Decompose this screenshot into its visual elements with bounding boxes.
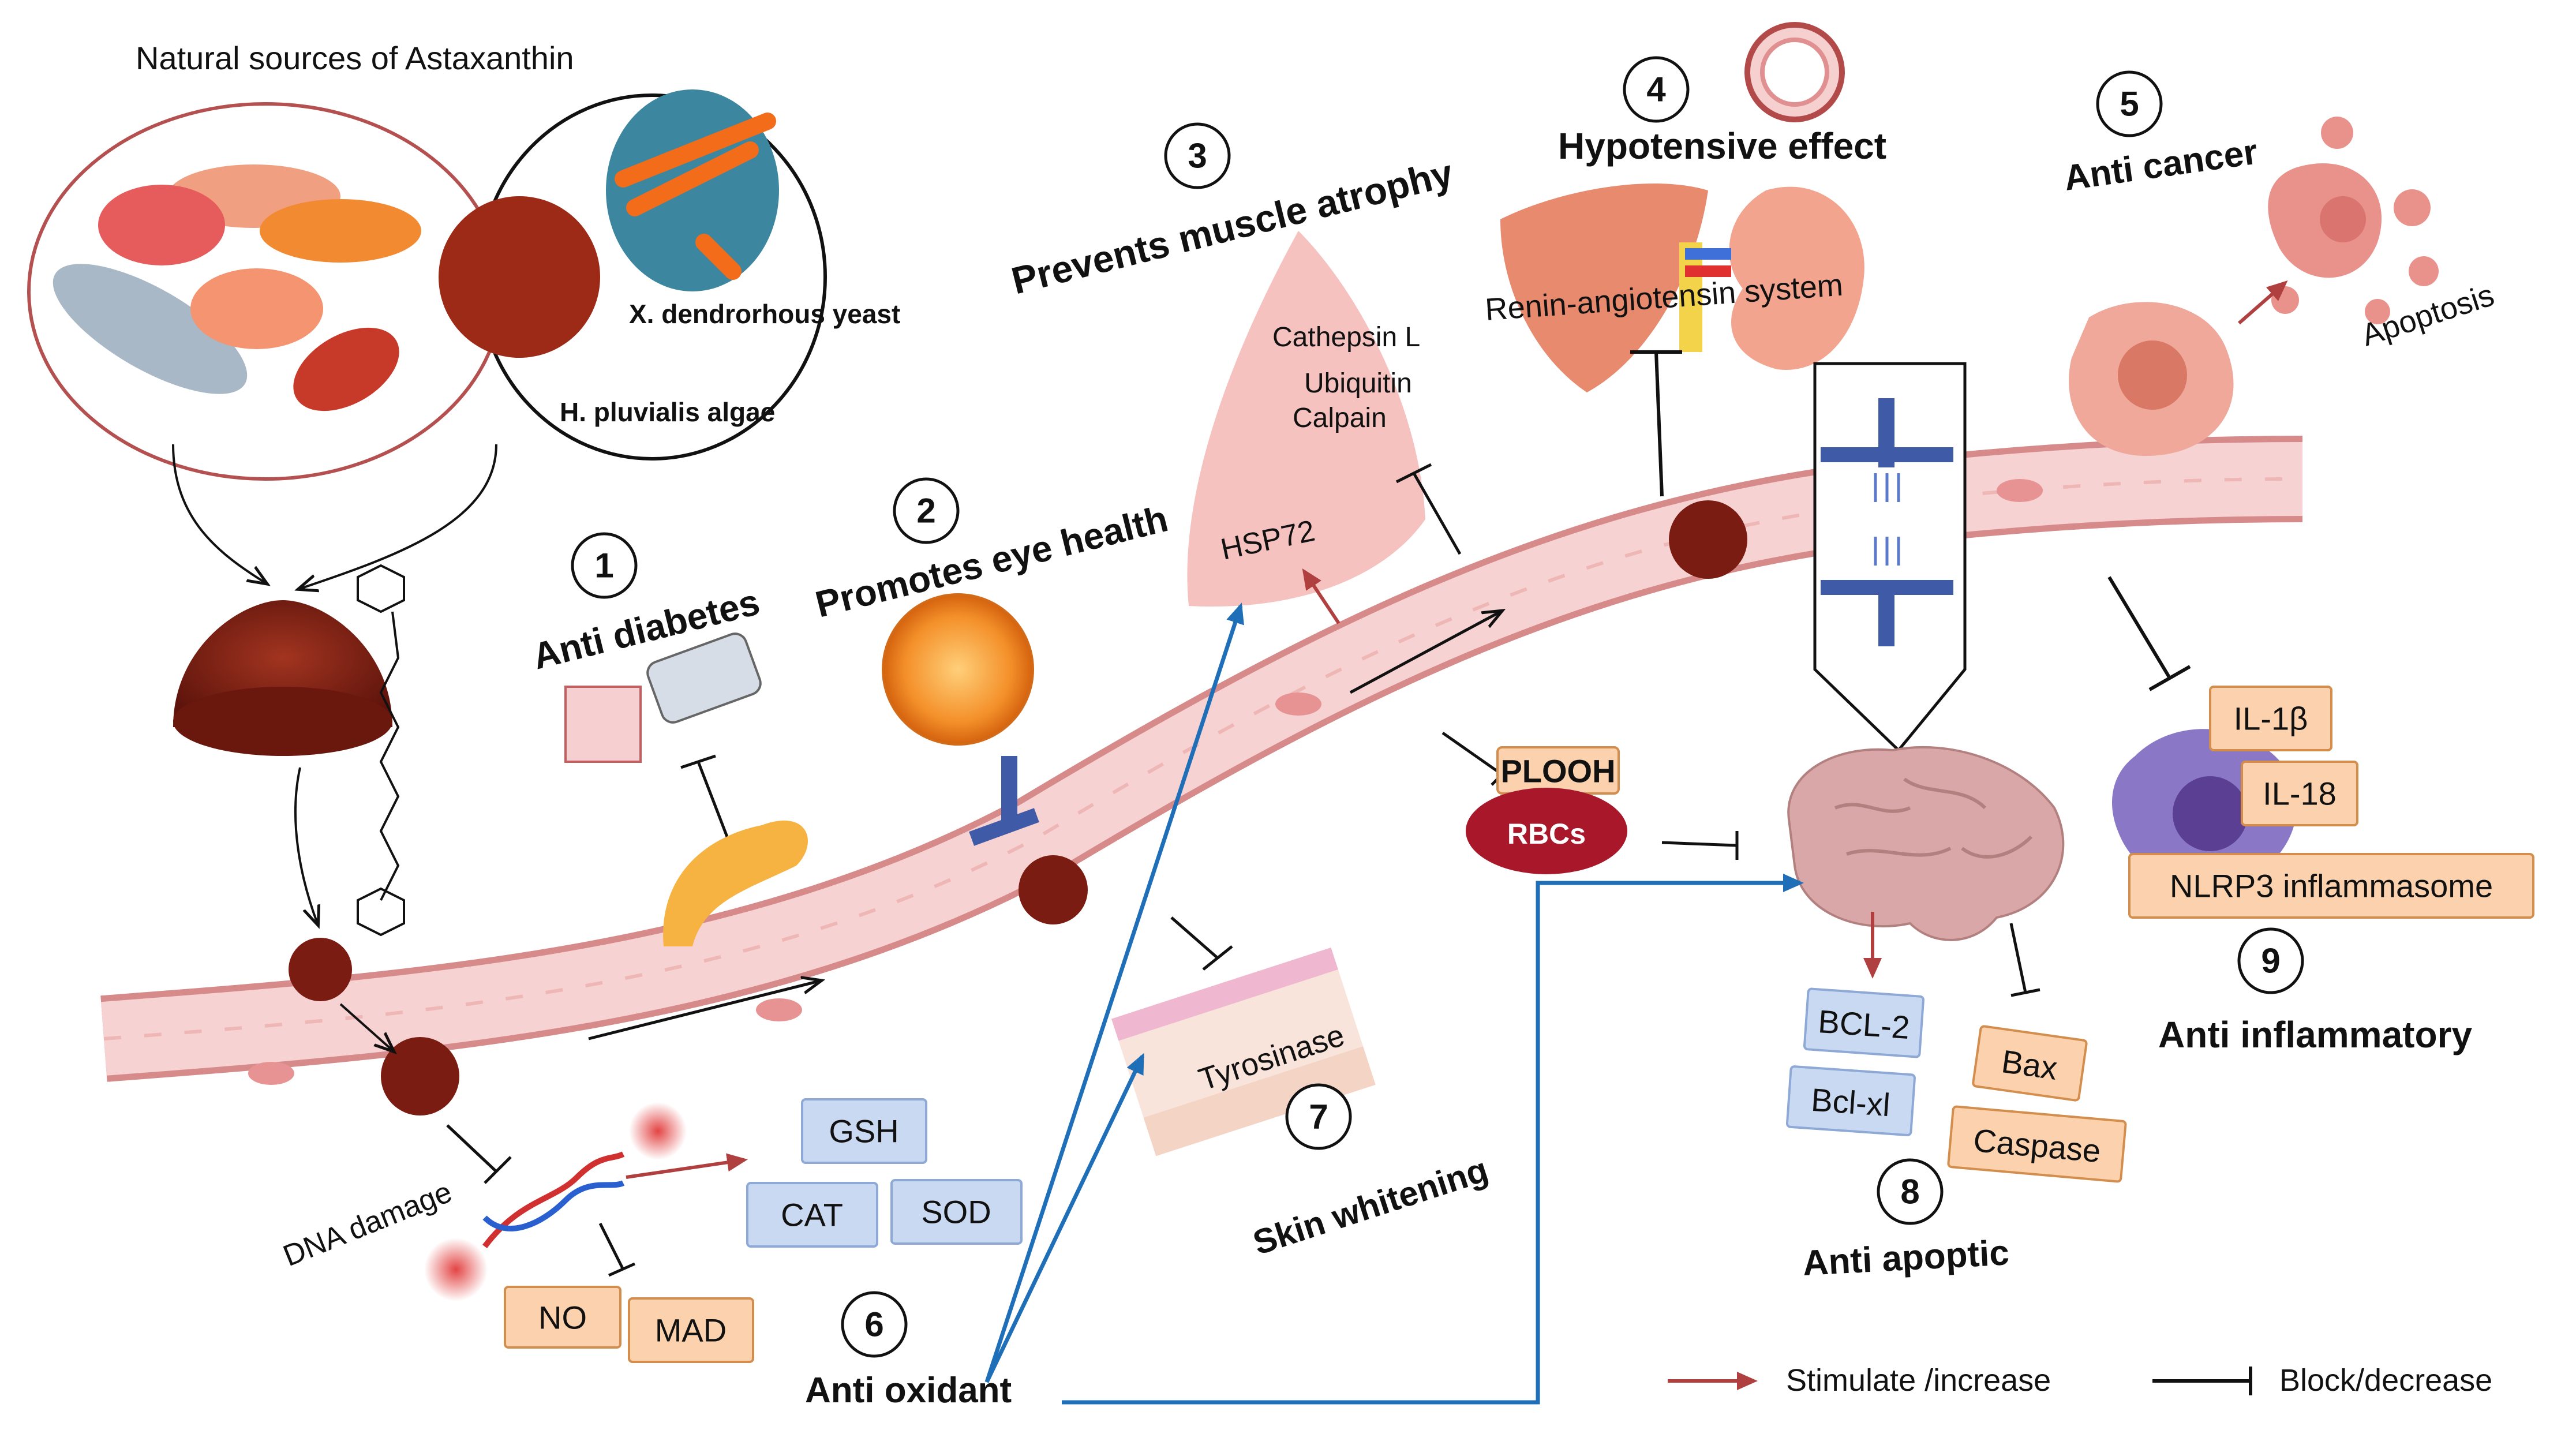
cancer-cell-icon [2069, 302, 2234, 456]
effect-4-label: Hypotensive effect [1558, 125, 1886, 167]
il1b-label: IL-1β [2234, 701, 2308, 737]
gsh-label: GSH [829, 1113, 898, 1150]
antioxidant-to-brain-arrow [1062, 874, 1804, 1405]
effect-1-badge [571, 532, 638, 599]
effect-1-number: 1 [594, 546, 613, 585]
effect-9-label: Anti inflammatory [2158, 1014, 2472, 1055]
receptor-icon [969, 756, 1039, 846]
effect-9-badge [2237, 927, 2304, 994]
molecule-icon [357, 564, 405, 937]
muscle-icon [1187, 231, 1425, 607]
il1b-box [2209, 686, 2332, 751]
pancreas-icon [663, 820, 808, 946]
seafood-icon [27, 102, 504, 481]
il18-label: IL-18 [2263, 776, 2337, 812]
effect-6-badge [841, 1291, 908, 1358]
receptor-box [1813, 362, 1967, 753]
effect-9-number: 9 [2261, 942, 2280, 980]
yeast-algae-icon [439, 89, 827, 461]
mad-box [628, 1297, 754, 1363]
effect-7-badge [1285, 1083, 1352, 1150]
effect-8-number: 8 [1900, 1173, 1919, 1211]
rbc-icon [1466, 788, 1627, 874]
algae-label: H. pluvialis algae [560, 397, 775, 427]
legend: Stimulate /increase Block/decrease [1668, 1363, 2492, 1398]
ros-glow-icon [424, 1238, 488, 1301]
effect-5-label: Anti cancer [2061, 132, 2260, 199]
effect-2-badge [893, 477, 960, 544]
effect-6-label: Anti oxidant [805, 1371, 1012, 1410]
cat-label: CAT [781, 1197, 843, 1233]
yeast-label: X. dendrorhous yeast [629, 299, 900, 329]
ubiquitin-label: Ubiquitin [1304, 368, 1412, 399]
bclxl-box [1785, 1065, 1916, 1137]
ros-glow-icon [629, 1102, 687, 1160]
effect-7-number: 7 [1309, 1098, 1328, 1136]
effect-5-number: 5 [2120, 85, 2139, 123]
bcl2-box [1803, 987, 1924, 1058]
rbcs-label: RBCs [1507, 818, 1586, 850]
retina-icon [882, 593, 1034, 746]
effect-5-badge [2096, 70, 2163, 137]
effect-3-label: Prevents muscle atrophy [1007, 151, 1457, 302]
bax-label: Bax [2000, 1043, 2060, 1087]
mad-label: MAD [655, 1312, 727, 1349]
no-box [504, 1286, 621, 1349]
sod-label: SOD [921, 1194, 991, 1230]
effect-2-number: 2 [916, 492, 935, 530]
caspase-box [1947, 1105, 2127, 1183]
antioxidant-to-skin-arrow [984, 1053, 1145, 1383]
astaxanthin-particles [289, 500, 1747, 1115]
vessel-ring-icon [1744, 22, 1845, 122]
cat-box [746, 1182, 878, 1248]
nlrp3-box [2128, 853, 2534, 919]
glucometer-icon [564, 632, 762, 763]
brain-icon [1787, 746, 2065, 941]
effect-4-number: 4 [1646, 70, 1666, 109]
bclxl-label: Bcl-xl [1810, 1081, 1892, 1123]
effect-7-label: Skin whitening [1248, 1150, 1492, 1263]
dna-icon [482, 1151, 625, 1249]
gsh-box [801, 1098, 927, 1164]
no-label: NO [538, 1300, 587, 1336]
apoptosis-label: Apoptosis [2357, 278, 2498, 353]
plooh-label: PLOOH [1500, 753, 1615, 789]
blood-vessel [100, 436, 2303, 1085]
sources-title: Natural sources of Astaxanthin [136, 40, 574, 76]
effect-3-number: 3 [1188, 137, 1207, 175]
liver-icon [1500, 184, 1708, 392]
bcl2-label: BCL-2 [1817, 1003, 1911, 1046]
nlrp3-label: NLRP3 inflammasome [2170, 868, 2493, 904]
effect-4-badge [1623, 56, 1690, 123]
legend-block-label: Block/decrease [2279, 1363, 2492, 1398]
sod-box [890, 1179, 1023, 1245]
apoptotic-cell-icon [2268, 117, 2439, 324]
kidney-icon [1679, 186, 1864, 370]
effect-8-badge [1877, 1158, 1944, 1225]
bax-box [1972, 1025, 2088, 1102]
effect-8-label: Anti apoptic [1802, 1233, 2010, 1283]
antioxidant-to-muscle-arrow [984, 602, 1244, 1383]
legend-stimulate-label: Stimulate /increase [1786, 1363, 2051, 1398]
il18-box [2241, 761, 2358, 826]
effect-6-number: 6 [864, 1305, 883, 1344]
effect-3-badge [1164, 122, 1231, 189]
calpain-label: Calpain [1293, 403, 1387, 433]
astaxanthin-powder-icon [173, 600, 392, 756]
cathepsin-label: Cathepsin L [1272, 322, 1420, 353]
